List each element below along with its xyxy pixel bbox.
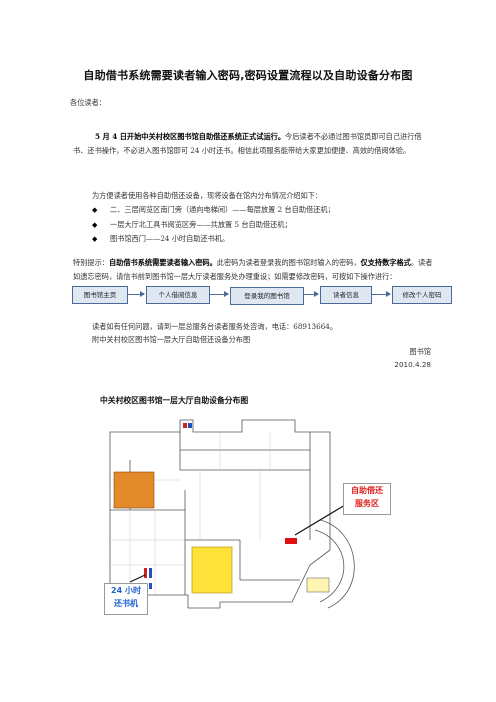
arrow-right-icon [128, 291, 145, 297]
map-title: 中关村校区图书馆一层大厅自助设备分布图 [100, 396, 249, 405]
marker-blue-icon [149, 583, 152, 589]
service-area-callout: 自助借还 服务区 [343, 483, 391, 515]
yellow-room [191, 546, 233, 594]
night-return-callout: 24 小时 还书机 [104, 583, 148, 615]
attachment-note: 附中关村校区图书馆一层大厅自助借还设备分布图 [92, 335, 251, 344]
password-flow-diagram: 图书馆主页 个人借阅信息 登录我的图书馆 读者信息 修改个人密码 [72, 286, 452, 305]
list-item: ◆一层大厅北工具书阅览区旁——共放置 5 台自助借还机； [92, 218, 432, 233]
distribution-intro: 为方便读者使用各种自助借还设备，现将设备在馆内分布情况介绍如下： [92, 191, 323, 200]
diamond-bullet-icon: ◆ [92, 206, 98, 214]
arrow-right-icon [304, 291, 319, 297]
restroom-icon [183, 423, 187, 428]
contact-paragraph: 读者如有任何问题，请到一层总服务台读者服务处咨询，电话：68913664。 [92, 322, 338, 331]
device-list: ◆二、三层阅览区南门旁（通向电梯间）——每层放置 2 台自助借还机； ◆一层大厅… [92, 203, 432, 247]
signature-date: 2010.4.28 [394, 360, 431, 369]
restroom-icon [188, 423, 192, 428]
arrow-right-icon [372, 291, 391, 297]
flow-step-home: 图书馆主页 [72, 286, 128, 304]
greeting: 各位读者： [70, 98, 106, 107]
flow-step-login: 登录我的图书馆 [230, 287, 304, 305]
diamond-bullet-icon: ◆ [92, 235, 98, 243]
diamond-bullet-icon: ◆ [92, 220, 98, 229]
document-title: 自助借书系统需要读者输入密码,密码设置流程以及自助设备分布图 [83, 69, 413, 82]
special-notice: 特别提示：自助借书系统需要读者输入密码。此密码为读者登录我的图书馆时输入的密码，… [73, 258, 433, 281]
list-item: ◆二、三层阅览区南门旁（通向电梯间）——每层放置 2 台自助借还机； [92, 203, 432, 218]
intro-paragraph: 5 月 4 日开始中关村校区图书馆自助借还系统正式试运行。今后读者不必通过图书馆… [73, 130, 428, 157]
orange-room [113, 471, 155, 509]
flow-step-change-password: 修改个人密码 [392, 286, 452, 304]
intro-text: 今后读者不必通过图书馆员即可自己进行借书、还书操作，不必进入图书馆即可 24 小… [73, 132, 422, 155]
arrow-right-icon [210, 291, 229, 297]
marker-red-icon [144, 568, 147, 578]
marker-blue-icon [149, 568, 152, 578]
service-area-marker [285, 538, 297, 544]
signature-org: 图书馆 [409, 347, 431, 356]
floor-grid [110, 432, 271, 595]
small-room [306, 577, 330, 593]
pointer-line-service [294, 504, 346, 536]
flow-step-reader-info: 读者信息 [320, 286, 372, 304]
pointer-line-24h [129, 574, 146, 583]
flow-step-borrow-info: 个人借阅信息 [146, 286, 210, 304]
floor-plan-map [109, 419, 355, 609]
floor-walls [109, 419, 355, 609]
intro-lead: 5 月 4 日开始中关村校区图书馆自助借还系统正式试运行。 [95, 132, 286, 141]
list-item: ◆图书馆西门——24 小时自助还书机。 [92, 232, 432, 247]
